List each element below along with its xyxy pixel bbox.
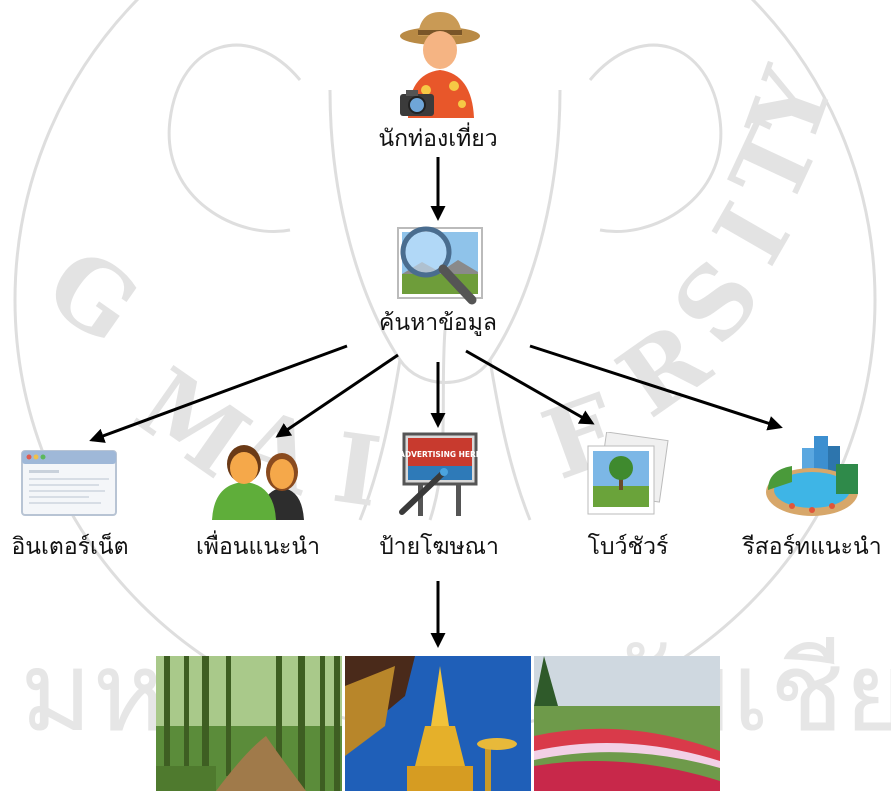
node-label-friends: เพื่อนแนะนำ (195, 534, 321, 560)
node-label-brochure: โบว์ชัวร์ (587, 534, 669, 560)
photo-stack-icon (587, 432, 669, 515)
node-label-tourist: นักท่องเที่ยว (378, 126, 498, 152)
golden-pagoda-photo (345, 656, 531, 791)
flower-garden-photo (534, 656, 720, 791)
browser-window-icon (21, 450, 117, 516)
magnifier-icon (397, 226, 483, 305)
node-label-search: ค้นหาข้อมูล (379, 310, 497, 336)
billboard-sign-text: ADVERTISING HERE (399, 450, 481, 459)
billboard-icon: ADVERTISING HERE (399, 432, 481, 516)
arrow-search-to-friends (275, 353, 399, 438)
bamboo-forest-photo (156, 656, 342, 791)
node-label-internet: อินเตอร์เน็ต (11, 534, 129, 560)
arrow-search-to-brochure (465, 349, 595, 425)
node-label-billboard: ป้ายโฆษณา (379, 534, 499, 560)
resort-pool-icon (766, 436, 858, 516)
node-label-resort: รีสอร์ทแนะนำ (742, 534, 882, 560)
arrow-search-to-resort (529, 344, 783, 431)
people-icon (212, 445, 304, 520)
arrow-search-to-internet (89, 344, 348, 443)
tourist-icon (400, 12, 480, 118)
